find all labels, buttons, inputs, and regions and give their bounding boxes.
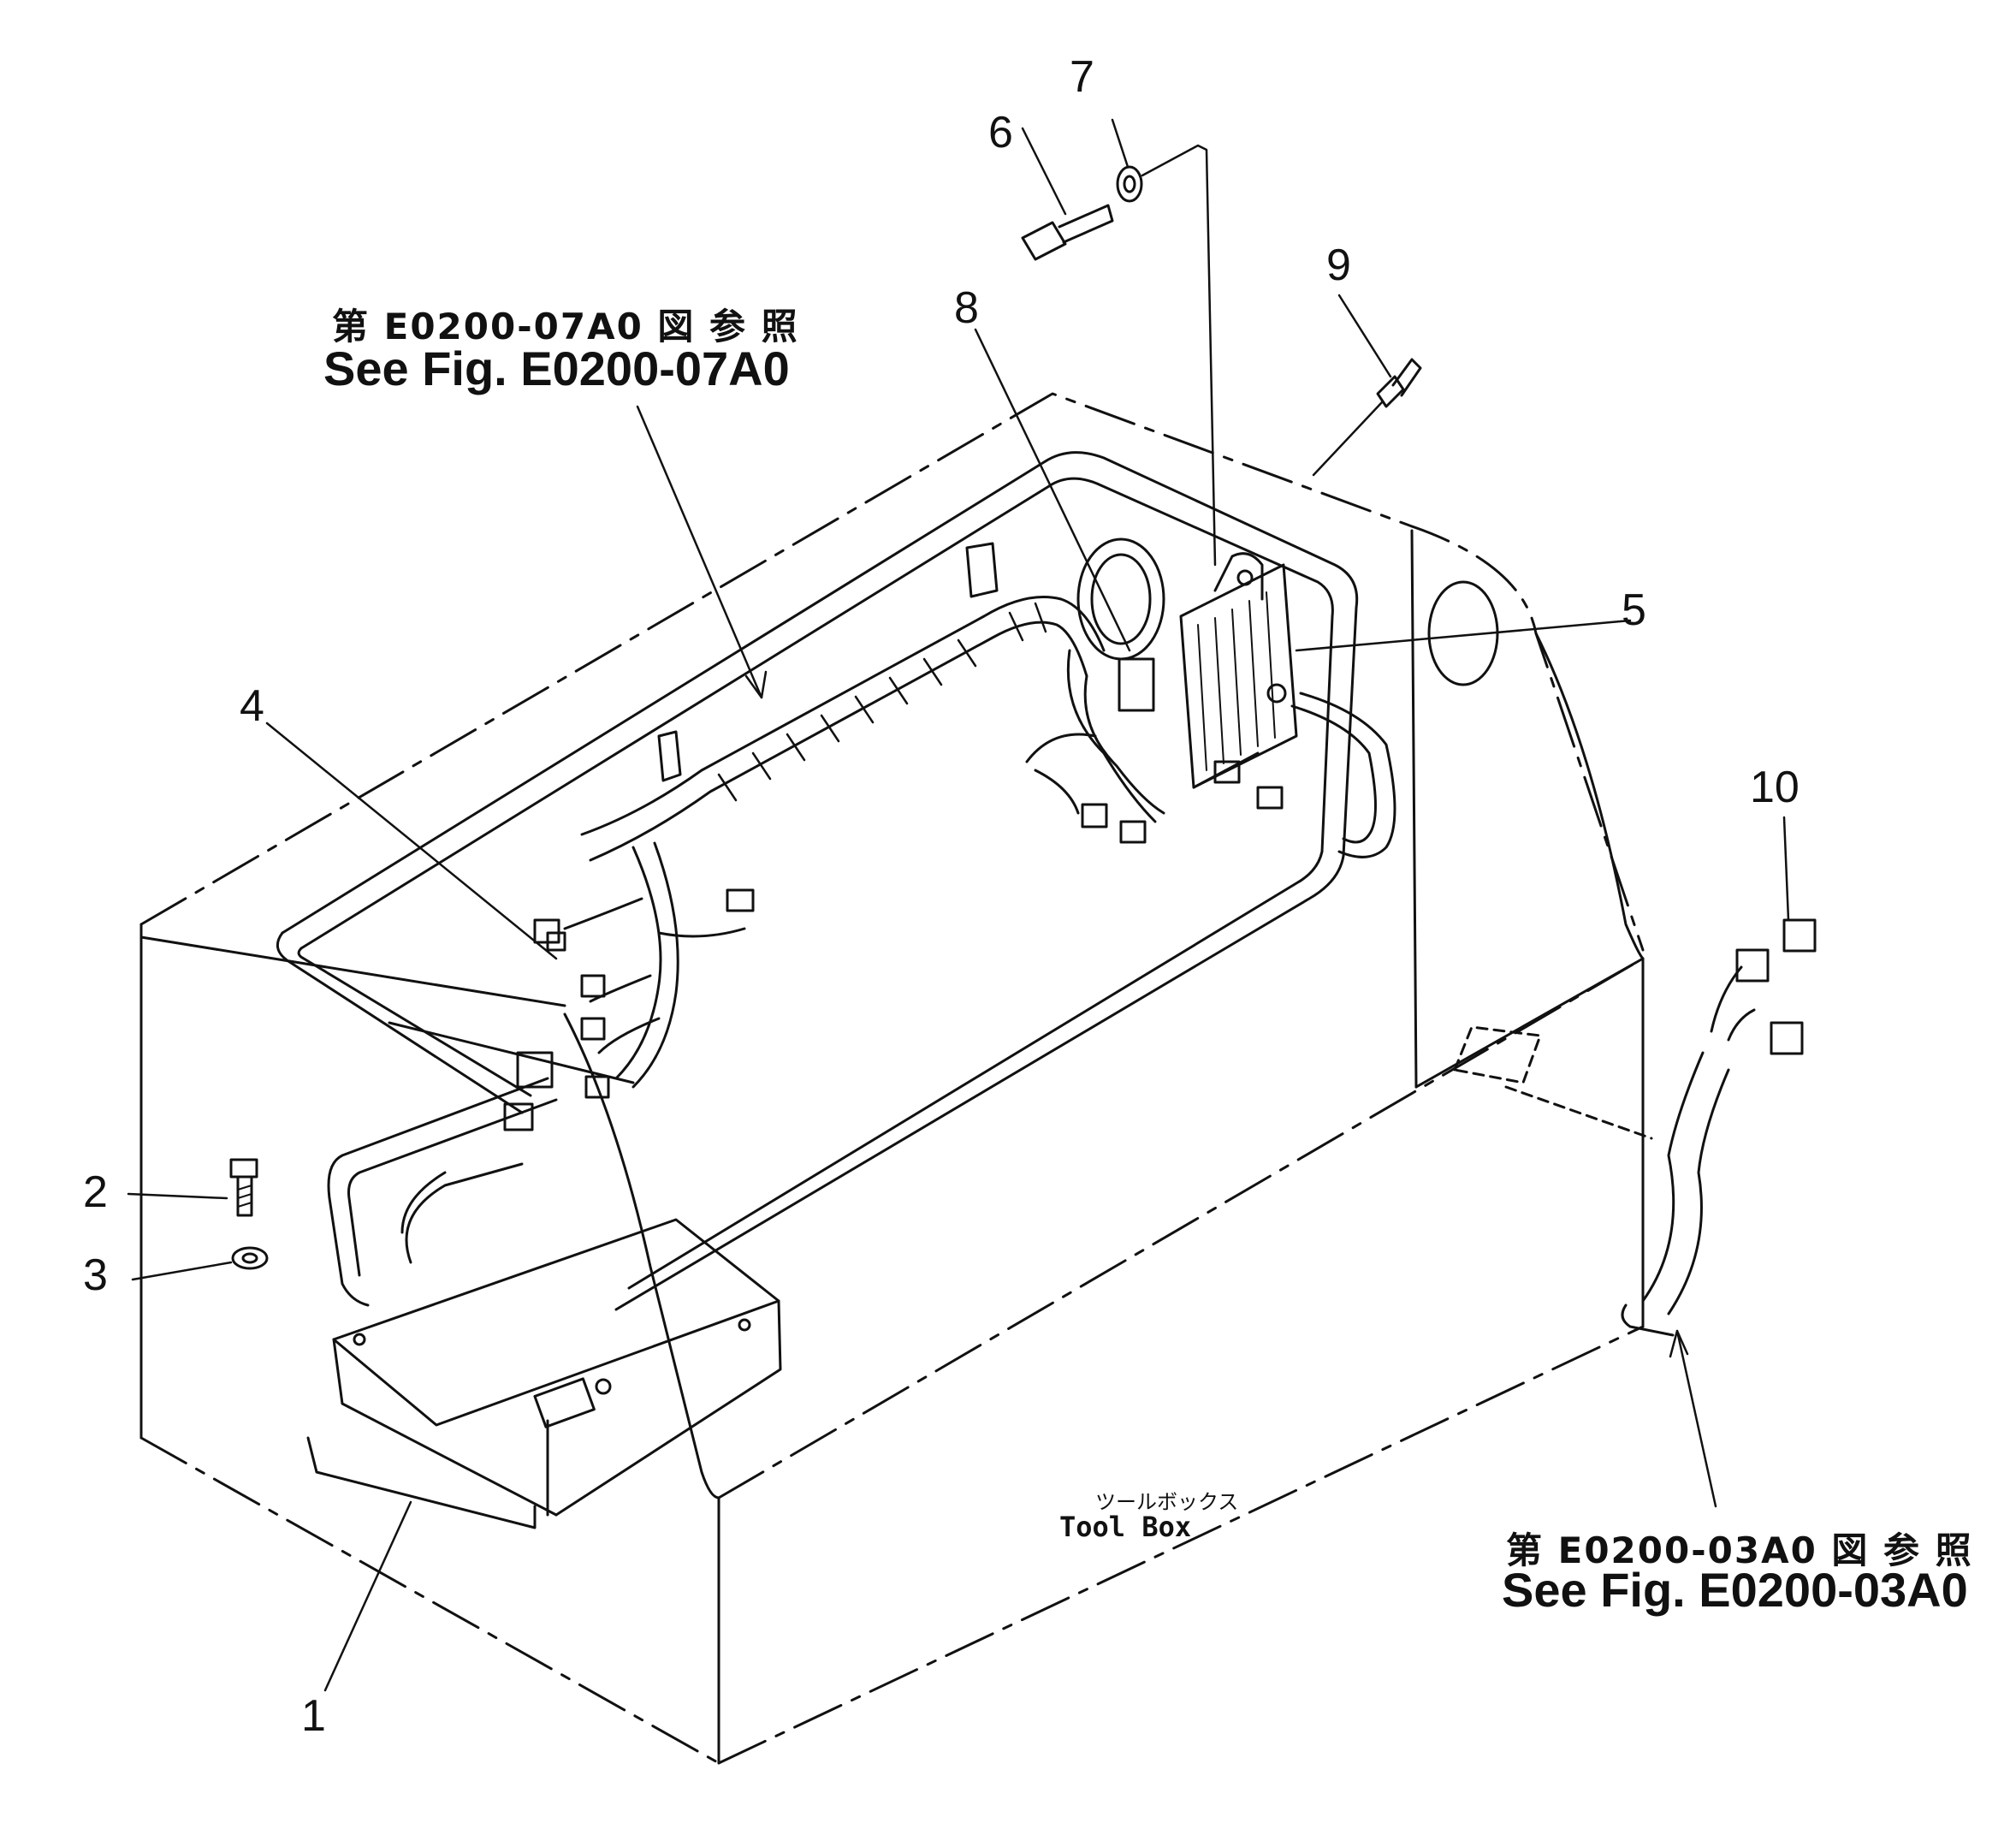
connectors (505, 659, 1282, 1130)
wire-harness (565, 539, 1497, 1087)
tool-box-outline (141, 394, 1643, 1763)
leader-lines (128, 120, 1788, 1690)
callout-4: 4 (240, 681, 264, 731)
washer-3 (233, 1248, 267, 1268)
screw-9 (1378, 359, 1420, 407)
right-harness (1455, 920, 1815, 1335)
callout-9: 9 (1326, 240, 1351, 290)
bolt-6 (1023, 205, 1112, 259)
callout-10: 10 (1750, 763, 1800, 812)
reference-top-jp: 第 E0200-07A0 図 参 照 (332, 306, 799, 347)
callout-6: 6 (988, 108, 1013, 157)
reference-bottom-en: See Fig. E0200-03A0 (1502, 1563, 1968, 1617)
callout-3: 3 (83, 1250, 108, 1300)
controller-module (1181, 554, 1296, 787)
callout-5: 5 (1622, 585, 1646, 635)
callout-7: 7 (1070, 52, 1094, 102)
washer-7 (1118, 167, 1141, 201)
bolt-2 (231, 1160, 257, 1215)
callout-2: 2 (83, 1167, 108, 1217)
reference-top-en: See Fig. E0200-07A0 (323, 341, 790, 395)
reference-bottom-jp: 第 E0200-03A0 図 参 照 (1506, 1529, 1973, 1571)
callout-1: 1 (301, 1691, 326, 1741)
toolbox-label-en: Tool Box (1059, 1511, 1192, 1543)
inner-frame (277, 453, 1395, 1309)
callout-8: 8 (954, 283, 979, 333)
control-box (308, 1220, 780, 1528)
toolbox-label-jp: ツールボックス (1095, 1490, 1239, 1514)
